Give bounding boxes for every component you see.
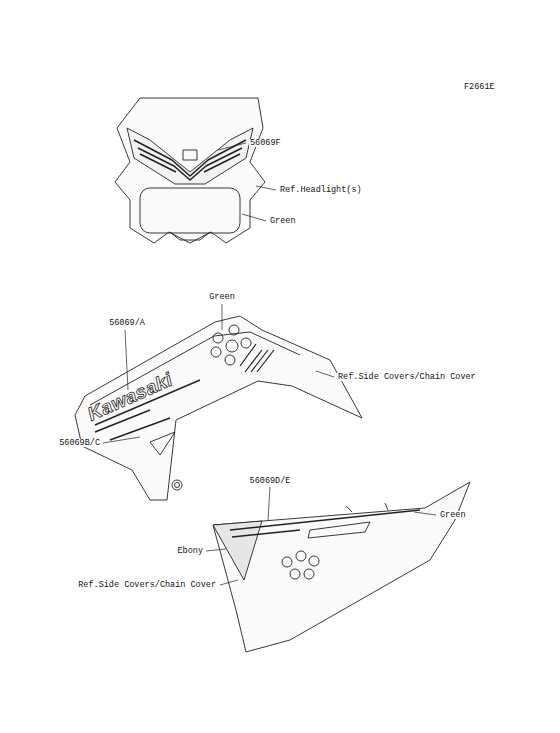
number-plate-window	[140, 188, 240, 233]
cover-ribs	[346, 503, 388, 512]
decal-stripes	[134, 140, 246, 180]
headlight-cowl	[115, 98, 265, 243]
reference-label: Ref.Side Covers/Chain Cover	[77, 581, 217, 590]
color-label: Green	[269, 217, 297, 226]
decal-stripes	[230, 510, 420, 537]
color-label: Green	[208, 293, 236, 302]
color-label: Green	[439, 511, 467, 520]
decal-graphic	[150, 432, 175, 455]
cowl-tab	[170, 232, 210, 240]
reference-label: Ref.Side Covers/Chain Cover	[337, 373, 477, 382]
color-label: Ebony	[176, 547, 204, 556]
side-cover	[213, 482, 470, 652]
decal-dots	[211, 325, 251, 365]
leader-lines	[103, 143, 436, 585]
callout-number: 56069B/C	[58, 439, 101, 448]
emblem	[183, 150, 197, 160]
model-decal	[308, 522, 370, 538]
mounting-hole	[175, 483, 180, 488]
decal-text: Kawasaki	[84, 369, 176, 426]
decal-dots	[282, 551, 319, 579]
callout-number: 56069D/E	[249, 477, 292, 486]
mounting-hole	[172, 480, 182, 490]
callout-number: 56069F	[249, 139, 282, 148]
headlight-lens	[127, 128, 253, 184]
radiator-shroud	[75, 316, 362, 500]
reference-label: Ref.Headlight(s)	[279, 186, 363, 195]
figure-code: F2661E	[463, 83, 496, 92]
callout-number: 56069/A	[108, 319, 146, 328]
